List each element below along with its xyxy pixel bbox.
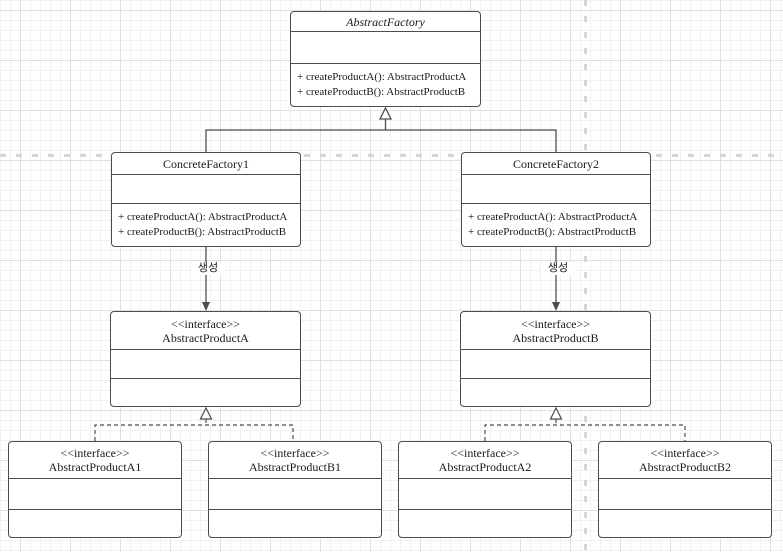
methods-compartment: + createProductA(): AbstractProductA + c… (112, 203, 300, 246)
class-name: AbstractProductB1 (249, 460, 341, 474)
class-title: AbstractFactory (346, 14, 425, 29)
class-concrete-factory-1[interactable]: ConcreteFactory1 + createProductA(): Abs… (111, 152, 301, 247)
class-name: AbstractProductB (512, 330, 599, 345)
class-title: ConcreteFactory2 (513, 156, 599, 171)
methods-compartment (209, 509, 381, 537)
class-title: <<interface>> AbstractProductB2 (599, 442, 771, 478)
methods-compartment: + createProductA(): AbstractProductA + c… (462, 203, 650, 246)
generalization-arrowhead-icon (378, 106, 393, 120)
class-concrete-factory-2[interactable]: ConcreteFactory2 + createProductA(): Abs… (461, 152, 651, 247)
method-line: + createProductB(): AbstractProductB (297, 86, 466, 98)
fields-compartment (399, 478, 571, 509)
fields-compartment (112, 174, 300, 203)
class-name: AbstractProductB2 (639, 460, 731, 474)
realization-arrowhead-right-icon (549, 406, 563, 420)
class-abstract-factory[interactable]: AbstractFactory + createProductA(): Abst… (290, 11, 481, 107)
edge-label-create-left: 생성 (191, 262, 225, 275)
class-title: <<interface>> AbstractProductA (111, 312, 300, 349)
methods-compartment (599, 509, 771, 537)
fields-compartment (291, 31, 480, 63)
realization-arrowhead-left-icon (199, 406, 213, 420)
fields-compartment (599, 478, 771, 509)
methods-compartment (461, 378, 650, 406)
realization-edge-left (94, 419, 294, 441)
interface-abstract-product-b1[interactable]: <<interface>> AbstractProductB1 (208, 441, 382, 538)
class-name: AbstractProductA1 (48, 460, 142, 474)
methods-compartment: + createProductA(): AbstractProductA + c… (291, 63, 480, 106)
class-title: <<interface>> AbstractProductA2 (399, 442, 571, 478)
page-boundary-vertical (584, 0, 587, 552)
method-line: + createProductA(): AbstractProductA (297, 71, 467, 83)
class-name: AbstractProductA (162, 330, 249, 345)
create-arrowhead-right-icon (552, 302, 560, 311)
interface-abstract-product-a2[interactable]: <<interface>> AbstractProductA2 (398, 441, 572, 538)
stereotype-label: <<interface>> (170, 316, 241, 331)
class-name: AbstractProductA2 (438, 460, 532, 474)
class-title: ConcreteFactory1 (163, 156, 249, 171)
interface-abstract-product-a[interactable]: <<interface>> AbstractProductA (110, 311, 301, 407)
method-line: + createProductB(): AbstractProductB (118, 226, 287, 238)
class-title: <<interface>> AbstractProductB (461, 312, 650, 349)
class-title: <<interface>> AbstractProductA1 (9, 442, 181, 478)
method-line: + createProductB(): AbstractProductB (468, 226, 637, 238)
edge-label-create-right: 생성 (541, 262, 575, 275)
methods-compartment (111, 378, 300, 406)
fields-compartment (9, 478, 181, 509)
interface-abstract-product-b2[interactable]: <<interface>> AbstractProductB2 (598, 441, 772, 538)
methods-compartment (9, 509, 181, 537)
method-line: + createProductA(): AbstractProductA (118, 211, 288, 223)
methods-compartment (399, 509, 571, 537)
stereotype-label: <<interface>> (60, 446, 130, 460)
create-arrowhead-left-icon (202, 302, 210, 311)
interface-abstract-product-b[interactable]: <<interface>> AbstractProductB (460, 311, 651, 407)
fields-compartment (462, 174, 650, 203)
page-boundary-horizontal (0, 154, 783, 157)
interface-abstract-product-a1[interactable]: <<interface>> AbstractProductA1 (8, 441, 182, 538)
fields-compartment (111, 349, 300, 378)
stereotype-label: <<interface>> (260, 446, 330, 460)
stereotype-label: <<interface>> (520, 316, 591, 331)
fields-compartment (461, 349, 650, 378)
stereotype-label: <<interface>> (650, 446, 720, 460)
method-line: + createProductA(): AbstractProductA (468, 211, 638, 223)
class-title: <<interface>> AbstractProductB1 (209, 442, 381, 478)
generalization-edge-branches (205, 129, 557, 152)
stereotype-label: <<interface>> (450, 446, 520, 460)
fields-compartment (209, 478, 381, 509)
